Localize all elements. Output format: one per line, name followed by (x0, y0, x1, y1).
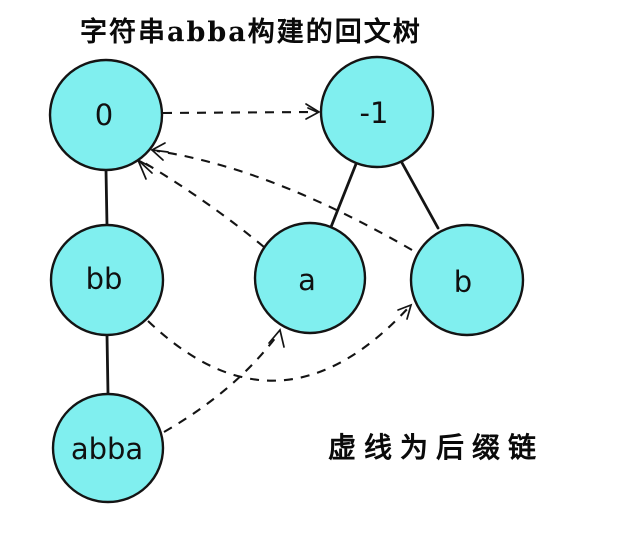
arrowhead-bb-to-b (397, 303, 413, 320)
node-label-0: 0 (95, 98, 113, 132)
node-circle-b (409, 223, 525, 337)
suffix-link-b-to-0 (156, 149, 413, 251)
node-label-abba: abba (71, 432, 143, 466)
diagram-title: 字符串abba构建的回文树 (80, 17, 422, 48)
node-label-a: a (298, 263, 316, 297)
suffix-link-0-to-neg1 (162, 110, 314, 115)
tree-edge-0-bb (104, 168, 109, 228)
tree-edge-neg1-a (329, 162, 358, 229)
node-circle-bb (49, 223, 165, 337)
node-label-b: b (454, 265, 472, 299)
tree-edge-bb-abba (105, 333, 110, 396)
node-label-bb: bb (86, 262, 123, 296)
node-abba: abba (51, 392, 165, 504)
node-circle-neg1 (319, 55, 435, 169)
suffix-link-a-to-0 (142, 161, 265, 248)
tree-edge-neg1-b (399, 159, 440, 230)
arrowheads (137, 103, 413, 348)
node-circle-abba (51, 392, 165, 504)
node-b: b (409, 223, 525, 337)
arrowhead-at-neg1 (305, 103, 321, 120)
node-a: a (253, 221, 367, 335)
arrowhead-abba-to-a (268, 328, 285, 348)
tree-edges (104, 159, 440, 396)
node-circle-a (253, 221, 367, 335)
arrowhead-b-to-0 (151, 142, 169, 161)
node-bb: bb (49, 223, 165, 337)
node-circle-0 (48, 58, 164, 172)
node-0: 0 (48, 58, 164, 172)
node-label-neg1: -1 (360, 96, 389, 130)
legend-suffix-link-note: 虚线为后缀链 (328, 431, 545, 464)
suffix-link-abba-to-a (163, 332, 280, 433)
node-neg1: -1 (319, 55, 435, 169)
suffix-links (142, 110, 413, 433)
arrowhead-a-to-0 (137, 159, 153, 180)
